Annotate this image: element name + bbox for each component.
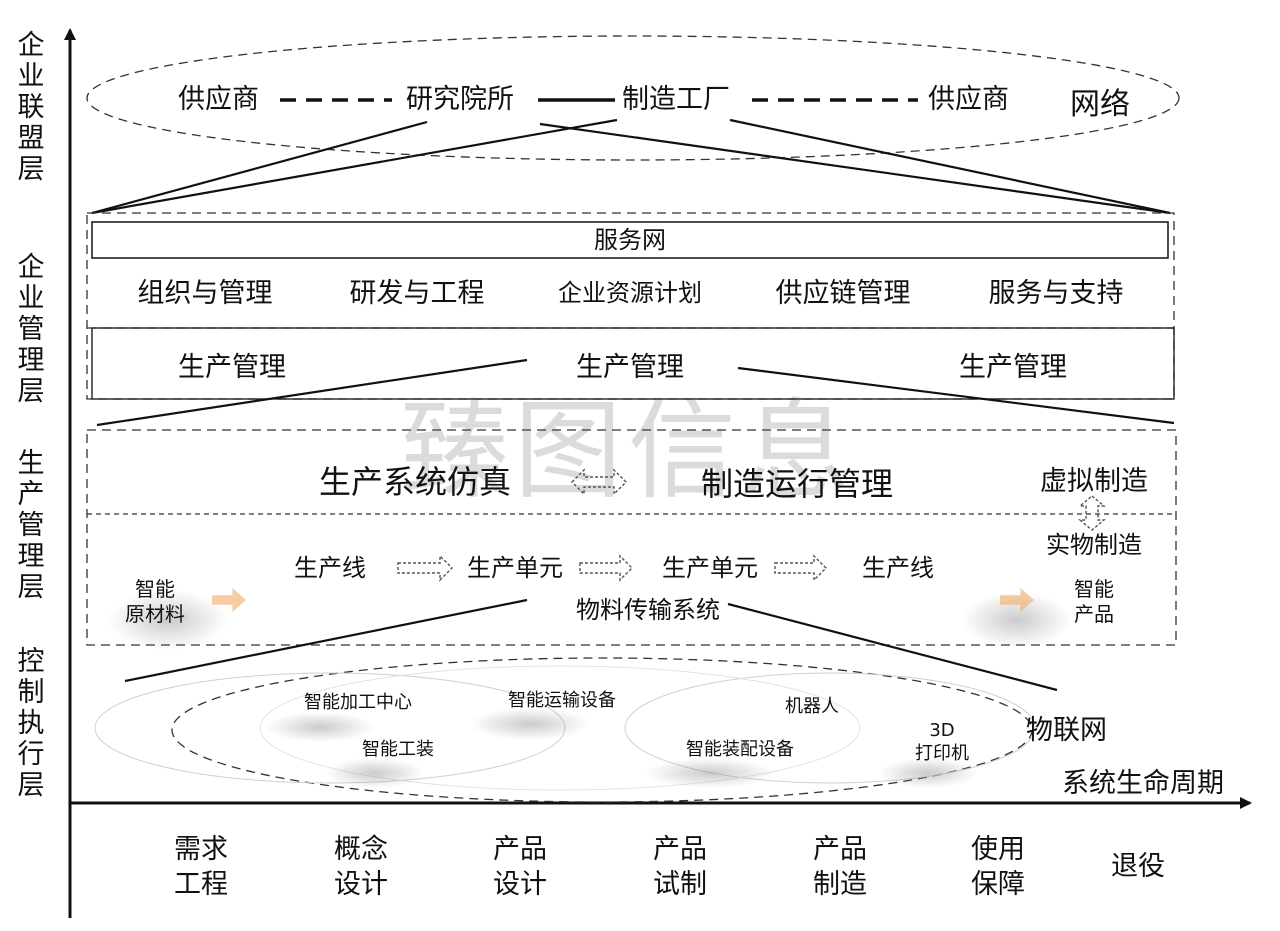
flow-production-unit: 生产单元 bbox=[662, 554, 758, 582]
layer-label-alliance: 企业联盟层 bbox=[17, 30, 45, 185]
flow-arrow bbox=[774, 554, 827, 582]
flow-production-line: 生产线 bbox=[294, 554, 366, 582]
production-simulation: 生产系统仿真 bbox=[318, 463, 512, 501]
function-scm: 供应链管理 bbox=[775, 278, 911, 309]
stage-manufacture-line1: 产品 bbox=[813, 834, 867, 865]
stage-support-line2: 保障 bbox=[971, 869, 1025, 900]
flow-production-unit: 生产单元 bbox=[467, 554, 563, 582]
sim-mes-double-arrow bbox=[571, 468, 627, 496]
production-mgmt-box bbox=[91, 327, 1175, 400]
iot-ellipse bbox=[171, 657, 1033, 803]
flow-arrow bbox=[579, 554, 633, 582]
funnel-line bbox=[727, 602, 1058, 692]
stage-concept-line2: 设计 bbox=[334, 869, 388, 900]
material-transport-system: 物料传输系统 bbox=[576, 596, 720, 624]
virtual-physical-double-arrow bbox=[1078, 495, 1106, 531]
funnel-line bbox=[539, 122, 1171, 215]
smart-product-line1: 智能 bbox=[1074, 577, 1114, 601]
stage-requirements-line1: 需求 bbox=[174, 834, 228, 865]
device-image bbox=[325, 758, 425, 788]
funnel-line bbox=[737, 366, 1175, 425]
device-ellipse bbox=[259, 665, 861, 791]
stage-design-line1: 产品 bbox=[493, 834, 547, 865]
stage-support-line1: 使用 bbox=[971, 834, 1025, 865]
stage-concept-line1: 概念 bbox=[334, 834, 388, 865]
device-fixture: 智能工装 bbox=[362, 739, 434, 760]
flow-arrow bbox=[397, 554, 453, 582]
alliance-node-factory: 制造工厂 bbox=[622, 84, 730, 115]
device-ellipse bbox=[94, 672, 566, 784]
network-label: 网络 bbox=[1070, 87, 1130, 122]
alliance-node-supplier: 供应商 bbox=[928, 84, 1009, 115]
layer-label-enterprise: 企业管理层 bbox=[17, 252, 45, 407]
smart-raw-material-line2: 原材料 bbox=[125, 602, 185, 626]
stage-trial-line1: 产品 bbox=[653, 834, 707, 865]
watermark: 臻图信息 bbox=[400, 389, 857, 514]
device-image bbox=[265, 712, 375, 742]
alliance-network-ellipse bbox=[86, 35, 1180, 161]
service-net-box bbox=[91, 221, 1169, 259]
device-ellipse bbox=[624, 672, 1036, 784]
funnel-line bbox=[96, 358, 528, 427]
device-3d-printer-line2: 打印机 bbox=[915, 743, 969, 764]
device-image bbox=[878, 758, 978, 788]
iot-label: 物联网 bbox=[1026, 715, 1107, 746]
device-3d-printer-line1: 3D bbox=[929, 720, 955, 741]
device-image bbox=[470, 708, 590, 740]
function-rnd: 研发与工程 bbox=[349, 278, 485, 309]
flow-production-line: 生产线 bbox=[862, 554, 934, 582]
smart-product-line2: 产品 bbox=[1074, 602, 1114, 626]
stage-design-line2: 设计 bbox=[493, 869, 547, 900]
function-org-mgmt: 组织与管理 bbox=[137, 278, 273, 309]
layer-label-production: 生产管理层 bbox=[17, 448, 45, 603]
production-mgmt-right: 生产管理 bbox=[959, 352, 1067, 383]
service-net-label: 服务网 bbox=[594, 226, 666, 254]
device-robot: 机器人 bbox=[785, 696, 839, 717]
device-assembly: 智能装配设备 bbox=[686, 739, 794, 760]
manufacturing-operations: 制造运行管理 bbox=[700, 465, 894, 503]
device-image bbox=[645, 758, 775, 788]
production-layer-box bbox=[86, 429, 1177, 646]
production-mgmt-center: 生产管理 bbox=[576, 352, 684, 383]
funnel-line bbox=[91, 118, 618, 215]
x-axis-label: 系统生命周期 bbox=[1062, 768, 1224, 799]
raw-material-image bbox=[108, 590, 228, 650]
funnel-line bbox=[91, 120, 428, 215]
virtual-manufacturing: 虚拟制造 bbox=[1040, 466, 1148, 497]
physical-manufacturing: 实物制造 bbox=[1046, 531, 1142, 559]
device-transport: 智能运输设备 bbox=[508, 690, 616, 711]
alliance-node-supplier: 供应商 bbox=[178, 84, 259, 115]
stage-manufacture-line2: 制造 bbox=[813, 869, 867, 900]
stage-trial-line2: 试制 bbox=[653, 869, 707, 900]
stage-retirement: 退役 bbox=[1111, 851, 1165, 882]
smart-raw-material-line1: 智能 bbox=[135, 577, 175, 601]
function-erp: 企业资源计划 bbox=[558, 279, 702, 307]
layer-label-control: 控制执行层 bbox=[17, 646, 45, 801]
funnel-line bbox=[729, 118, 1171, 215]
production-mgmt-left: 生产管理 bbox=[178, 352, 286, 383]
alliance-node-institute: 研究院所 bbox=[406, 84, 514, 115]
stage-requirements-line2: 工程 bbox=[174, 869, 228, 900]
device-machining-center: 智能加工中心 bbox=[304, 692, 412, 713]
function-service: 服务与支持 bbox=[988, 278, 1124, 309]
funnel-line bbox=[124, 598, 528, 683]
